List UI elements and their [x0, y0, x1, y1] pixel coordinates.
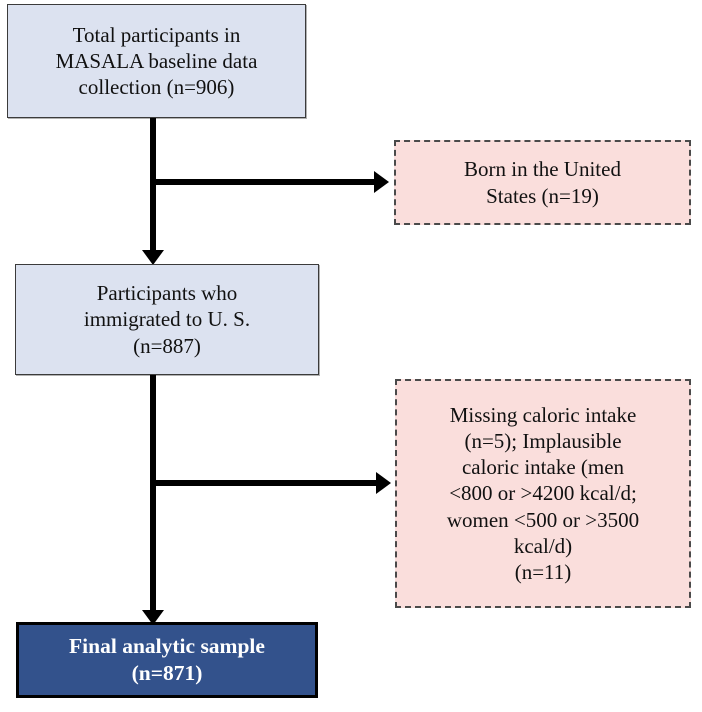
node-final-sample: Final analytic sample (n=871) [16, 622, 318, 698]
connector-immigrated-to-caloric [150, 480, 380, 486]
arrowhead-down-icon [142, 250, 164, 265]
node-final-sample-label: Final analytic sample (n=871) [69, 634, 265, 685]
node-born-in-us: Born in the United States (n=19) [394, 140, 691, 225]
arrowhead-right-icon [376, 472, 391, 494]
connector-total-to-born-us [150, 179, 378, 185]
node-caloric-exclusions-label: Missing caloric intake (n=5); Implausibl… [446, 403, 640, 584]
node-born-in-us-label: Born in the United States (n=19) [464, 157, 621, 208]
node-immigrated-label: Participants who immigrated to U. S. (n=… [83, 281, 251, 358]
node-caloric-exclusions: Missing caloric intake (n=5); Implausibl… [395, 379, 691, 608]
connector-total-to-immigrated [150, 118, 156, 253]
arrowhead-right-icon [374, 171, 389, 193]
connector-immigrated-to-final [150, 375, 156, 613]
arrowhead-down-icon [142, 610, 164, 625]
node-total-participants-label: Total participants in MASALA baseline da… [55, 22, 258, 100]
node-total-participants: Total participants in MASALA baseline da… [7, 4, 306, 118]
node-immigrated: Participants who immigrated to U. S. (n=… [15, 264, 319, 375]
